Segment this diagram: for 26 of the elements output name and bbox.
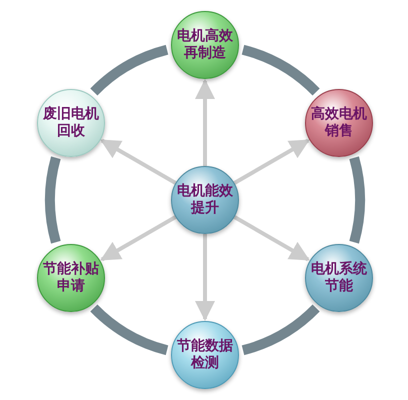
arrow <box>233 215 310 262</box>
circle-node <box>171 321 239 389</box>
cycle-arc <box>45 156 61 244</box>
cycle-arc <box>242 44 320 96</box>
circle-node <box>36 88 105 156</box>
circle-node <box>305 88 374 156</box>
node-label: 电机高效再制造 <box>176 28 234 62</box>
arrow <box>100 215 177 262</box>
arrow <box>233 138 310 185</box>
arrow <box>195 234 215 321</box>
cycle-arc <box>242 304 320 356</box>
arrow <box>100 138 177 185</box>
circle-node <box>171 11 239 79</box>
circle-node <box>36 244 105 312</box>
node-label: 高效电机销售 <box>310 106 368 140</box>
node-label: 节能补贴申请 <box>42 260 100 294</box>
node-label: 废旧电机回收 <box>42 106 100 140</box>
node-label: 电机系统节能 <box>310 260 368 294</box>
circle-node <box>305 244 374 312</box>
cycle-arc <box>90 304 168 356</box>
node-label: 电机能效提升 <box>176 183 234 217</box>
node-label: 节能数据检测 <box>176 338 234 372</box>
circle-node <box>171 166 239 234</box>
arrow <box>195 79 215 166</box>
cycle-arc <box>90 44 168 96</box>
cycle-arc <box>349 156 365 244</box>
